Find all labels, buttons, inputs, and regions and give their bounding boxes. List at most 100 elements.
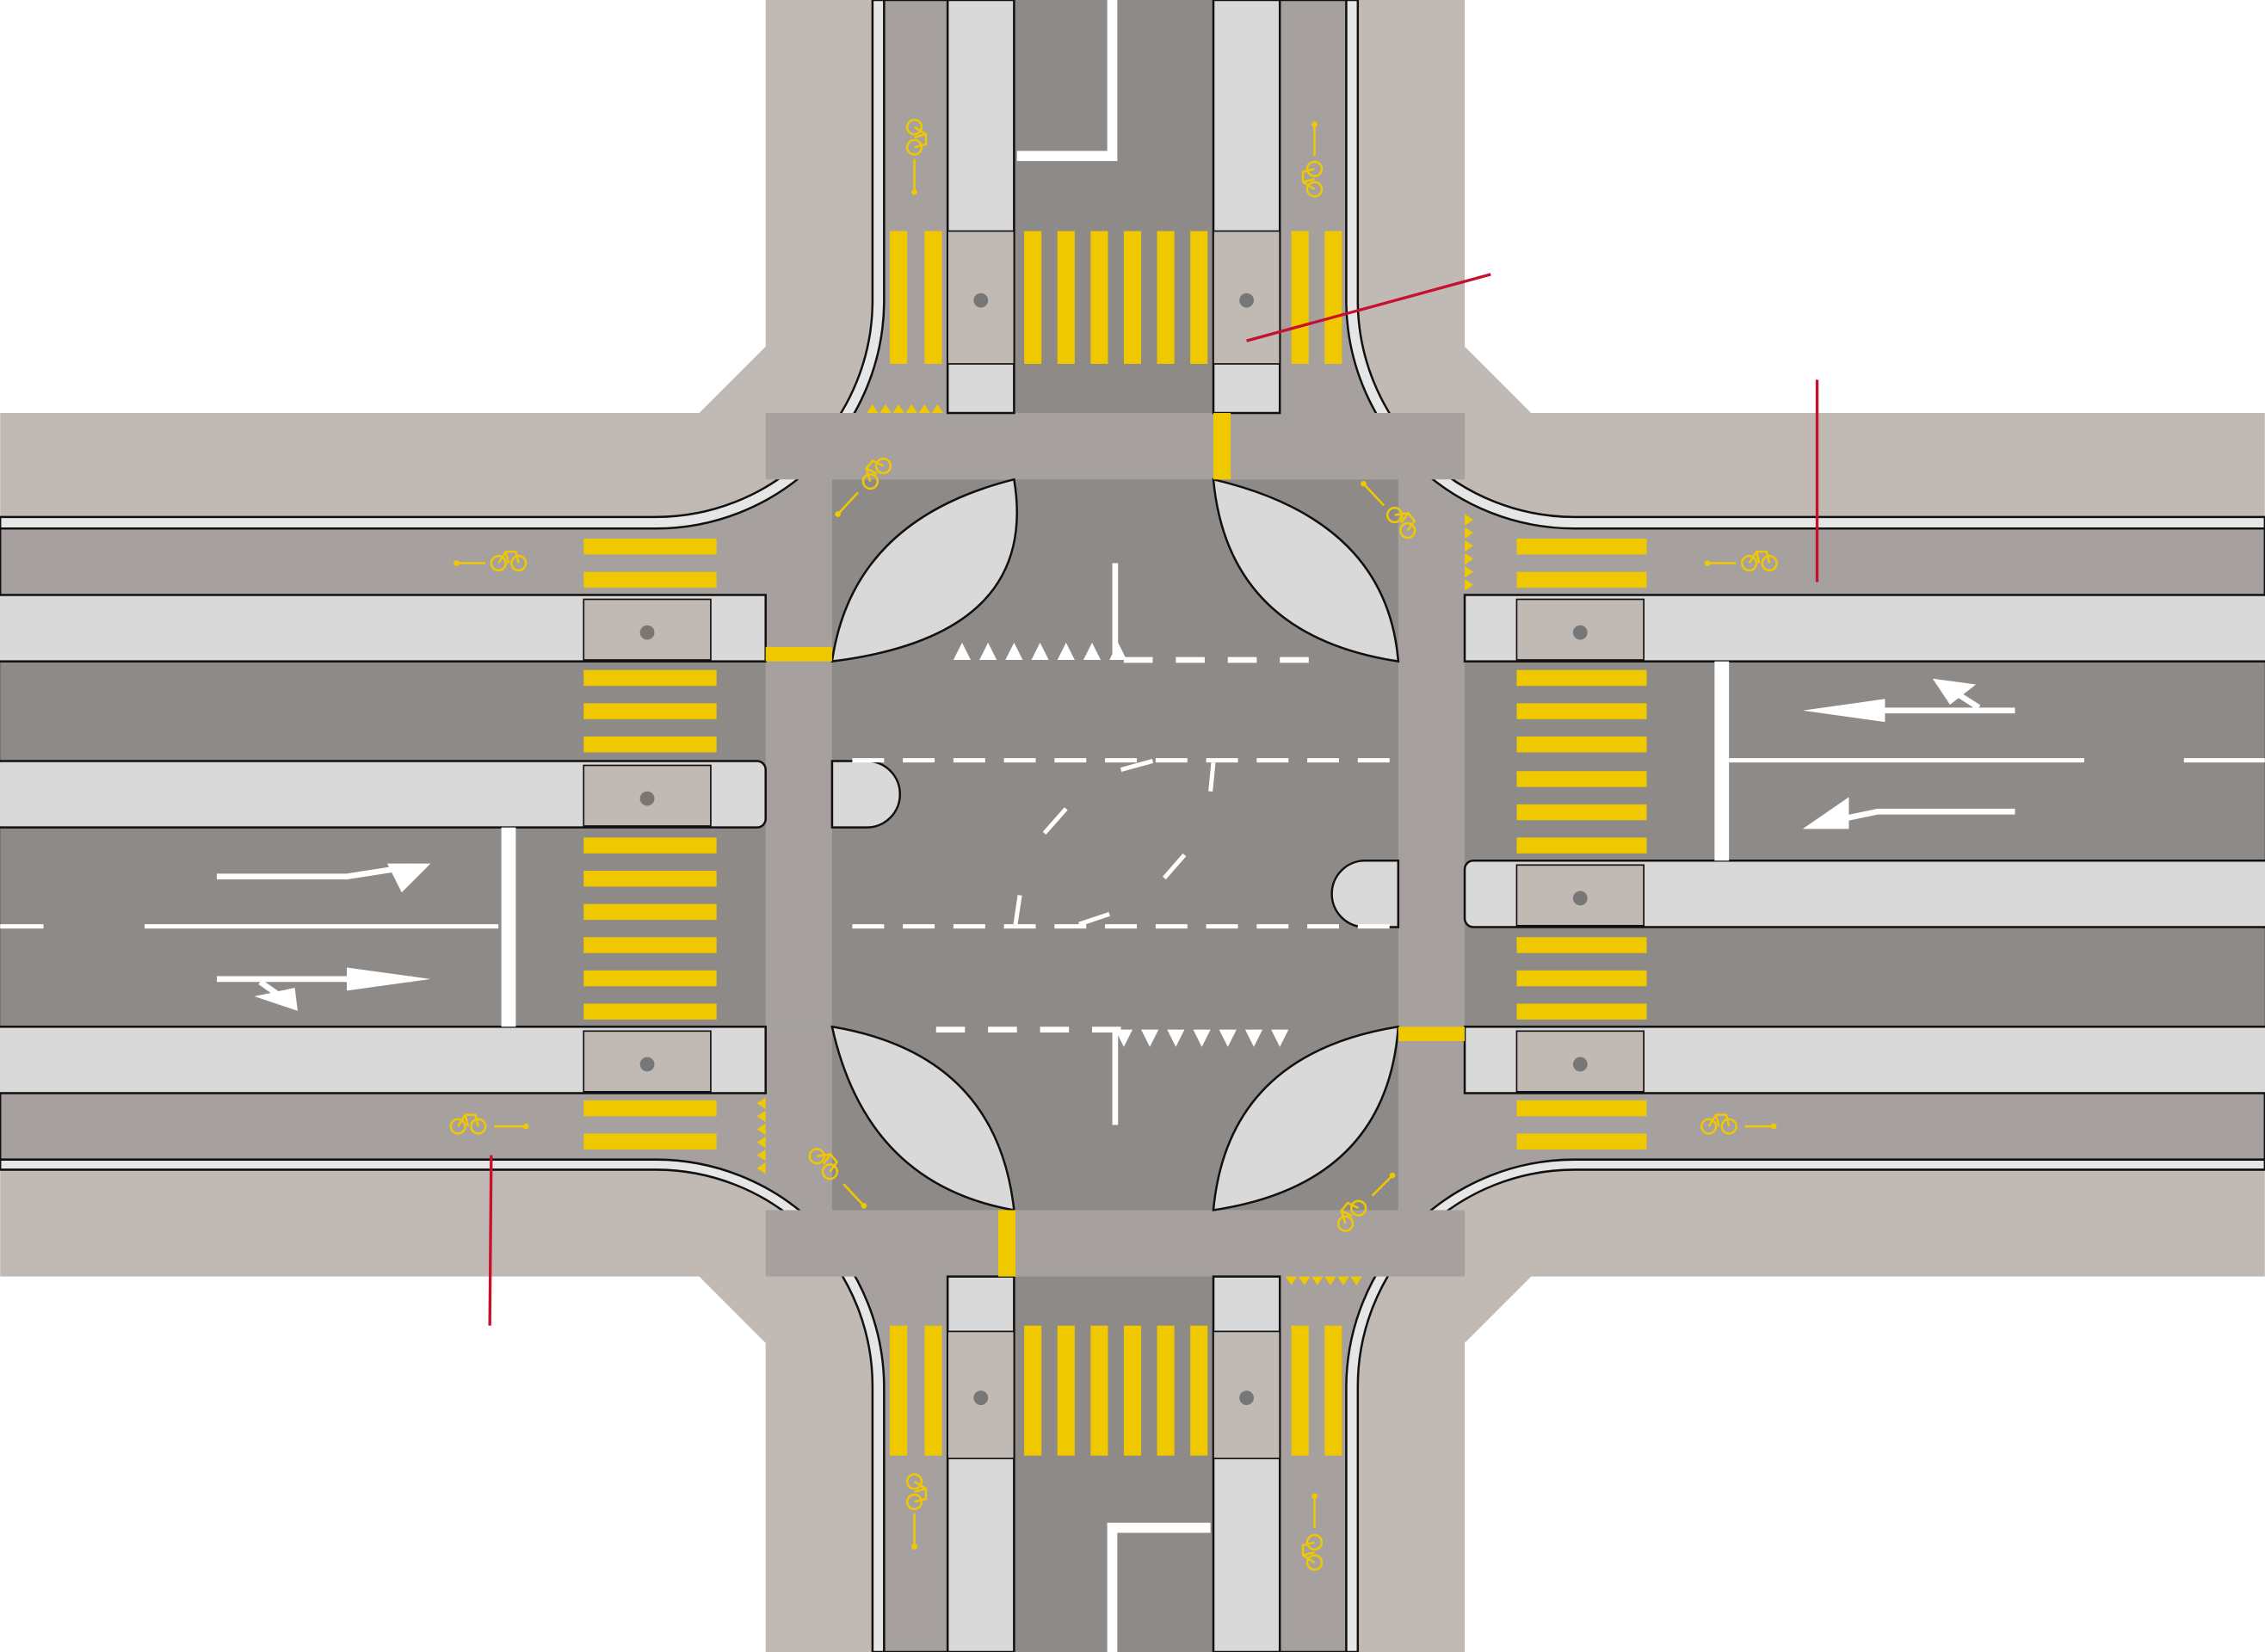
stop-line-south [1107,1522,1211,1652]
tactile-paving-icon [1311,1276,1324,1285]
crosswalk-stripe [1024,231,1042,364]
crosswalk-stripe [924,231,942,364]
tactile-paving-icon [918,404,931,413]
crosswalk-stripe [1291,231,1309,364]
guide-dash [1054,924,1087,929]
tactile-paving-icon [931,404,944,413]
bicycle-wheel [1305,1533,1324,1551]
yellow-bar [1213,413,1231,480]
shark-tooth [1109,642,1127,660]
bicycle-wheel [1720,1118,1737,1135]
south-bike-crossing [765,1210,1466,1277]
bicycle-symbol-icon [1336,1199,1367,1232]
tactile-paving-icon [1324,1276,1336,1285]
turn-guide-dash [1042,807,1068,835]
guide-dash [1206,758,1238,763]
north-bike-crossing [765,413,1466,480]
arrow-icon [386,863,431,893]
tactile-paving-icon [1299,1276,1311,1285]
west-bike-crossing [765,661,832,1027]
bike-arrow-icon [836,491,860,515]
crosswalk-stripe [583,736,717,753]
crosswalk-stripe [1090,1325,1108,1456]
pedestrian-signal-icon [639,1057,655,1072]
crosswalk-stripe [1516,1133,1647,1150]
bike-arrow-icon [1362,483,1385,507]
pedestrian-signal-icon [639,625,655,640]
bicycle-wheel [821,1163,839,1180]
bike-arrow-head [835,511,841,517]
crosswalk-stripe [583,970,717,987]
crosswalk-stripe [1516,703,1647,719]
give-way-dash [1280,656,1309,663]
bicycle-frame [1301,1541,1316,1564]
bicycle-symbol-icon [861,457,892,490]
crosswalk-stripe [890,231,908,364]
crosswalk-stripe [583,903,717,921]
crosswalk-stripe [1516,669,1647,687]
guide-dash [1307,924,1339,929]
pedestrian-signal-icon [1239,293,1254,308]
crosswalk-stripe [1090,231,1108,364]
stop-line-east [1714,661,1730,861]
guide-dash [1155,924,1188,929]
crosswalk-stripe [583,571,717,589]
annotation-line [1246,273,1491,342]
pedestrian-signal-icon [1239,1390,1254,1406]
bicycle-wheel [470,1118,487,1135]
bicycle-frame [457,1113,479,1127]
east-bike-crossing [1398,661,1466,1027]
crosswalk-stripe [583,1133,717,1150]
guide-dash [1256,924,1289,929]
arrow-icon [216,863,413,880]
bike-arrow-head [1311,1493,1318,1500]
bicycle-wheel [510,554,528,572]
bicycle-wheel [1305,1554,1324,1571]
crosswalk-stripe [1516,539,1647,555]
bike-arrow-head [1311,120,1318,127]
tactile-paving-icon [756,1110,766,1123]
crosswalk-stripe [1324,231,1342,364]
bike-arrow-head [1770,1123,1777,1130]
tactile-paving-icon [1337,1276,1349,1285]
bicycle-wheel [905,119,923,136]
guide-dash [1357,758,1390,763]
bicycle-wheel [905,1493,923,1511]
bike-arrow-head [1389,1172,1396,1179]
guide-dash [1155,758,1188,763]
bicycle-wheel [861,472,879,490]
crosswalk-stripe [1516,937,1647,953]
tactile-paving-icon [756,1149,766,1162]
pedestrian-signal-icon [639,791,655,806]
arrow-icon [346,967,431,991]
guide-dash [1357,924,1390,929]
shark-tooth [1031,642,1049,660]
tactile-paving-icon [1465,565,1474,578]
median-nose-east [1330,860,1400,928]
shark-tooth [1114,1029,1132,1047]
yellow-bar [997,1210,1016,1277]
crosswalk-stripe [1123,231,1142,364]
bicycle-wheel [1350,1199,1367,1217]
give-way-dash [988,1026,1017,1032]
tactile-paving-icon [1465,579,1474,591]
stop-line-north [1016,0,1118,162]
shark-tooth [1083,642,1102,660]
bicycle-wheel [808,1148,825,1165]
annotation-line [488,1155,493,1326]
bike-arrow-head [911,188,917,195]
turn-guide-dash [1163,853,1187,880]
lane-divider [2183,758,2265,763]
shark-tooth [1244,1029,1263,1047]
lane-divider [1112,563,1119,657]
bicycle-wheel [905,1473,923,1490]
arrow-icon [254,987,298,1011]
bicycle-symbol-icon [449,1113,487,1135]
crosswalk-stripe [1516,1100,1647,1117]
crosswalk-stripe [1516,736,1647,753]
bicycle-symbol-icon [1301,1533,1324,1571]
shark-tooth [1271,1029,1289,1047]
guide-dash [1307,758,1339,763]
median-east-center [1463,860,2265,928]
crosswalk-stripe [924,1325,942,1456]
